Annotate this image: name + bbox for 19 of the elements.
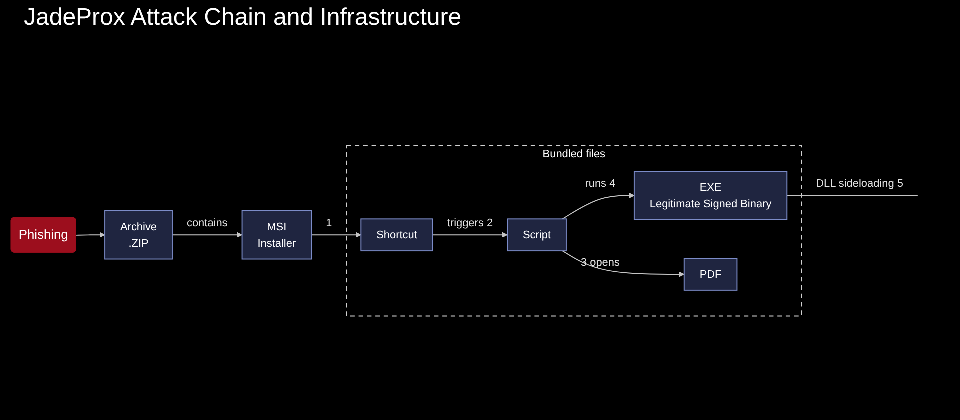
arrow [76,232,106,238]
edge-label: 1 [326,216,332,229]
edge-label: triggers 2 [447,216,494,229]
arrow [432,232,508,238]
edge-label: contains [186,216,228,229]
edge-label: runs 4 [585,177,616,190]
node-box: PDF [684,258,738,291]
title: JadeProx Attack Chain and Infrastructure [24,4,462,32]
node-box: Archive .ZIP [104,210,173,260]
arrow [172,232,243,238]
node-box: Script [507,218,567,252]
arrow [311,232,362,238]
node-box: EXE Legitimate Signed Binary [634,171,788,220]
connector [786,195,918,196]
node-box: MSI Installer [242,210,312,260]
arrow [562,192,635,220]
node-box: Shortcut [360,218,434,252]
edge-label: DLL sideloading 5 [816,177,904,190]
arrow [562,250,685,278]
